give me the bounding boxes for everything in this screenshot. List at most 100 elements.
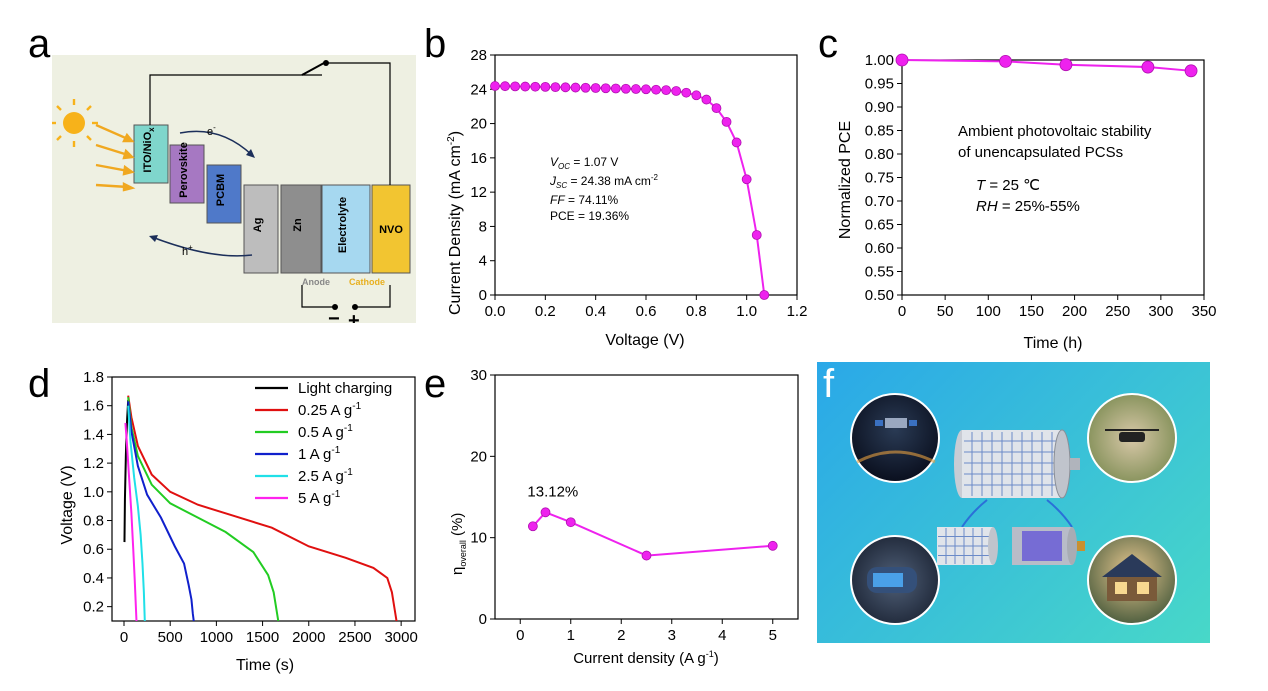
d-ytick-label: 0.6 <box>83 541 104 558</box>
legend-label-0: Light charging <box>298 380 392 397</box>
layer-label-0: ITO/NiOx <box>142 127 156 173</box>
b-ytick-label: 16 <box>470 150 487 167</box>
split-arrows <box>961 499 1073 528</box>
jv-series-point <box>550 82 561 93</box>
layer-label-4: Zn <box>292 218 304 232</box>
jv-series-point <box>570 82 581 93</box>
jv-series-point <box>520 81 531 92</box>
discharge-series-5-line <box>124 422 138 622</box>
layer-box-3 <box>243 184 279 274</box>
jv-annotations: VOC = 1.07 V JSC = 24.38 mA cm-2 FF = 74… <box>549 155 659 223</box>
panel-label-e: e <box>424 362 447 406</box>
jv-series-point <box>560 82 571 93</box>
b-xtick-label: 0.6 <box>636 303 657 320</box>
stability-annotations: Ambient photovoltaic stability of unenca… <box>958 123 1152 215</box>
svg-text:of unencapsulated PCSs: of unencapsulated PCSs <box>958 144 1123 161</box>
minus-sign: − <box>328 308 340 323</box>
battery-module <box>1012 527 1085 565</box>
house-scene <box>1087 535 1177 625</box>
discharge-xlabel: Time (s) <box>236 657 294 674</box>
efficiency-series-point <box>767 540 778 551</box>
layer-box-1 <box>169 144 205 204</box>
discharge-ylabel: Voltage (V) <box>59 465 76 544</box>
c-ytick-label: 0.85 <box>865 123 894 140</box>
light-rays <box>95 123 136 192</box>
jv-series-point <box>631 84 641 94</box>
legend-label-3: 1 A g-1 <box>298 445 341 463</box>
jv-series-point <box>510 81 521 92</box>
e-plot-frame <box>494 374 799 620</box>
layer-box-6 <box>371 184 411 274</box>
c-ytick-label: 0.80 <box>865 146 894 163</box>
b-ytick-label: 12 <box>470 184 487 201</box>
c-ytick-label: 0.65 <box>865 217 894 234</box>
svg-text:T = 25 ℃: T = 25 ℃ <box>976 177 1040 194</box>
b-ytick-label: 24 <box>470 81 487 98</box>
b-xtick-label: 0.4 <box>585 303 606 320</box>
c-xtick-label: 100 <box>976 303 1001 320</box>
legend-label-1: 0.25 A g-1 <box>298 401 362 419</box>
electron-arrow <box>179 130 253 156</box>
efficiency-peak-label: 13.12% <box>527 483 578 500</box>
jv-series-point <box>661 85 672 96</box>
jv-series-point <box>651 84 661 95</box>
e-ytick-label: 20 <box>470 448 487 465</box>
hole-label: h+ <box>182 243 193 258</box>
jv-series-point <box>759 290 770 300</box>
e-xtick-label: 5 <box>769 627 777 644</box>
b-ytick-label: 4 <box>479 253 487 270</box>
jv-series-point <box>610 83 621 94</box>
c-ytick-label: 0.95 <box>865 76 894 93</box>
d-plot-frame <box>111 376 416 622</box>
jv-series-point <box>600 83 611 94</box>
efficiency-ylabel: ηoverall (%) <box>450 513 468 575</box>
legend-label-5: 5 A g-1 <box>298 489 341 507</box>
e-xtick-label: 0 <box>516 627 524 644</box>
wire-anode <box>301 285 335 308</box>
efficiency-series-point <box>641 550 652 561</box>
c-xtick-label: 50 <box>937 303 954 320</box>
b-ytick-label: 8 <box>479 218 487 235</box>
d-ytick-label: 1.4 <box>83 426 104 443</box>
stability-series-point <box>895 53 909 67</box>
b-ytick-label: 20 <box>470 116 487 133</box>
legend-label-4: 2.5 A g-1 <box>298 467 353 485</box>
anode-label: Anode <box>302 277 330 287</box>
jv-series-point <box>751 230 762 240</box>
discharge-series-0-line <box>123 399 130 543</box>
b-ytick-label: 28 <box>470 47 487 64</box>
discharge-series-1-line <box>127 395 398 622</box>
svg-text:VOC = 1.07 V: VOC = 1.07 V <box>550 155 618 171</box>
jv-xlabel: Voltage (V) <box>605 332 684 349</box>
stability-series-point <box>1184 64 1198 78</box>
panel-label-f: f <box>823 362 835 406</box>
terminal-plus <box>352 304 358 310</box>
jv-series-point <box>731 137 742 148</box>
svg-text:JSC = 24.38 mA cm-2: JSC = 24.38 mA cm-2 <box>549 173 659 190</box>
b-xtick-label: 0.2 <box>535 303 556 320</box>
stability-series-point <box>1059 58 1073 72</box>
drone-scene <box>1087 393 1177 483</box>
efficiency-xlabel: Current density (A g-1) <box>573 649 719 667</box>
jv-series-point <box>671 86 682 96</box>
d-xtick-label: 1500 <box>246 629 279 646</box>
svg-text:RH = 25%-55%: RH = 25%-55% <box>976 198 1080 215</box>
panel-label-c: c <box>818 22 838 66</box>
jv-series-point <box>641 84 651 95</box>
jv-series-point <box>691 90 702 101</box>
e-xtick-label: 4 <box>718 627 726 644</box>
application-illustration: f <box>817 362 1210 643</box>
e-ytick-label: 0 <box>479 611 487 628</box>
jv-series-point <box>540 81 551 92</box>
svg-text:PCE = 19.36%: PCE = 19.36% <box>550 209 629 223</box>
discharge-series-4-line <box>127 405 146 622</box>
c-xtick-label: 200 <box>1062 303 1087 320</box>
sun-icon <box>52 99 98 147</box>
jv-series-point <box>500 81 510 92</box>
jv-series-point <box>580 82 591 93</box>
cathode-label: Cathode <box>349 277 385 287</box>
jv-series-point <box>721 116 732 127</box>
jv-series-point <box>590 83 601 93</box>
